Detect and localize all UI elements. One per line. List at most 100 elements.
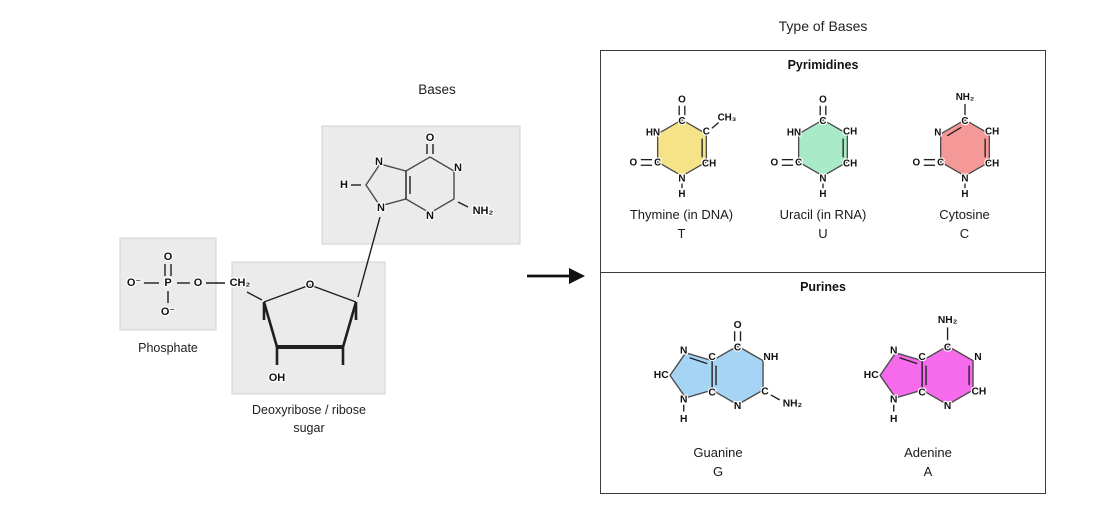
uracil-structure: O C HN C O N H CH CH: [769, 94, 858, 202]
atom-label: CH: [702, 158, 716, 169]
cytosine-card: NH₂ C N C O N H CH CH Cytosine C: [904, 73, 1026, 241]
thymine-letter: T: [677, 226, 686, 241]
thymine-card: O C HN C O N H C CH₃ CH Thymine (in DNA): [621, 73, 743, 241]
uracil-bonds: [781, 105, 844, 189]
adenine-structure: NH₂ C N CH N C C N HC N H: [863, 313, 988, 425]
cytosine-letter: C: [959, 226, 970, 241]
atom-label: C: [708, 352, 716, 363]
atom-label: O⁻: [127, 277, 142, 289]
uracil-letter: U: [818, 226, 828, 241]
atom-label: CH₂: [230, 277, 251, 289]
atom-label: N: [890, 394, 897, 405]
atom-label: C: [937, 157, 944, 168]
guanine-bonds: [683, 330, 781, 412]
thymine-name: Thymine (in DNA): [629, 207, 734, 222]
atom-label: C: [761, 386, 769, 397]
phosphate-bonds: [144, 264, 263, 303]
cytosine-name: Cytosine: [939, 207, 990, 222]
atom-label: CH: [971, 386, 986, 397]
nucleotide-structure: Bases Phosphate Deoxyribose / ribose sug…: [119, 82, 521, 435]
purines-header: Purines: [800, 279, 846, 294]
adenine-card: NH₂ C N CH N C C N HC N H: [835, 295, 1021, 479]
atom-label: CH: [985, 158, 999, 169]
atom-label: H: [961, 189, 968, 200]
bases-label: Bases: [418, 82, 456, 97]
guanine-card: O C NH C NH₂ N C C N HC N H: [625, 295, 811, 479]
atom-label: H: [890, 413, 897, 424]
atom-label: N: [426, 210, 434, 222]
adenine-letter: A: [923, 463, 933, 479]
thymine-ring: [656, 119, 707, 177]
atom-label: C: [795, 157, 802, 168]
thymine-atoms: O C HN C O N H C CH₃ CH: [628, 94, 737, 202]
atom-label: C: [944, 342, 952, 353]
atom-label: P: [164, 277, 171, 289]
atom-label: O: [678, 95, 686, 106]
atom-label: C: [819, 116, 826, 127]
atom-label: O: [164, 251, 173, 263]
atom-label: N: [890, 345, 897, 356]
atom-label: N: [375, 156, 383, 168]
pyrimidines-header: Pyrimidines: [787, 58, 859, 72]
pyrimidines-section: Pyrimidines: [601, 51, 1045, 273]
atom-label: NH: [763, 352, 778, 363]
atom-label: CH₃: [717, 112, 736, 123]
guanine-structure: O C NH C NH₂ N C C N HC N H: [653, 318, 804, 425]
atom-label: O⁻: [161, 306, 176, 318]
atom-label: O: [306, 279, 315, 291]
purines-row: O C NH C NH₂ N C C N HC N H: [601, 295, 1045, 494]
uracil-name: Uracil (in RNA): [779, 207, 867, 222]
atom-label: N: [944, 401, 951, 412]
atom-label: N: [934, 127, 941, 138]
phosphate-label: Phosphate: [138, 341, 198, 355]
atom-label: O: [819, 95, 827, 106]
uracil-card: O C HN C O N H CH CH Uracil (in RNA) U: [762, 73, 884, 241]
guanine-letter: G: [712, 463, 724, 479]
sugar-label-line2: sugar: [293, 421, 324, 435]
atom-label: C: [918, 387, 926, 398]
atom-label: O: [426, 132, 435, 144]
pyrimidines-row: O C HN C O N H C CH₃ CH Thymine (in DNA): [601, 73, 1045, 272]
atom-label: O: [770, 157, 778, 168]
right-arrow-icon: [527, 268, 585, 284]
atom-label: C: [918, 352, 926, 363]
ribose-structure: O OH: [262, 216, 381, 385]
sugar-label-line1: Deoxyribose / ribose: [252, 403, 366, 417]
atom-label: N: [377, 202, 385, 214]
atom-label: C: [961, 116, 968, 127]
atom-label: O: [629, 157, 637, 168]
atom-label: N: [734, 401, 741, 412]
thymine-bonds: [640, 105, 719, 189]
atom-label: C: [678, 116, 685, 127]
atom-label: NH₂: [473, 205, 494, 217]
thymine-structure: O C HN C O N H C CH₃ CH: [628, 94, 737, 202]
phosphate-group-structure: O P O⁻ O⁻ O CH₂: [126, 250, 252, 319]
atom-label: NH₂: [783, 398, 803, 409]
uracil-atoms: O C HN C O N H CH CH: [769, 94, 858, 202]
purines-section: Purines: [601, 273, 1045, 494]
type-of-bases-panel: Pyrimidines: [600, 50, 1046, 494]
uracil-ring: [797, 119, 849, 177]
guanine-name: Guanine: [693, 444, 743, 460]
atom-label: O: [194, 277, 203, 289]
atom-label: HN: [787, 127, 801, 138]
atom-label: HN: [645, 127, 659, 138]
atom-label: H: [680, 413, 687, 424]
atom-label: CH: [985, 127, 999, 138]
atom-label: OH: [269, 372, 286, 384]
atom-label: C: [734, 342, 742, 353]
atom-label: N: [678, 173, 685, 184]
atom-label: NH₂: [955, 92, 974, 103]
atom-label: CH: [843, 127, 857, 138]
adenine-bonds: [893, 326, 970, 412]
adenine-name: Adenine: [904, 444, 952, 460]
atom-label: HC: [864, 369, 879, 380]
atom-label: N: [974, 352, 981, 363]
atom-label: N: [961, 173, 968, 184]
atom-label: C: [702, 127, 709, 138]
panel-title: Type of Bases: [778, 18, 868, 34]
atom-label: H: [678, 189, 685, 200]
atom-label: O: [912, 157, 920, 168]
atom-label: HC: [654, 369, 669, 380]
